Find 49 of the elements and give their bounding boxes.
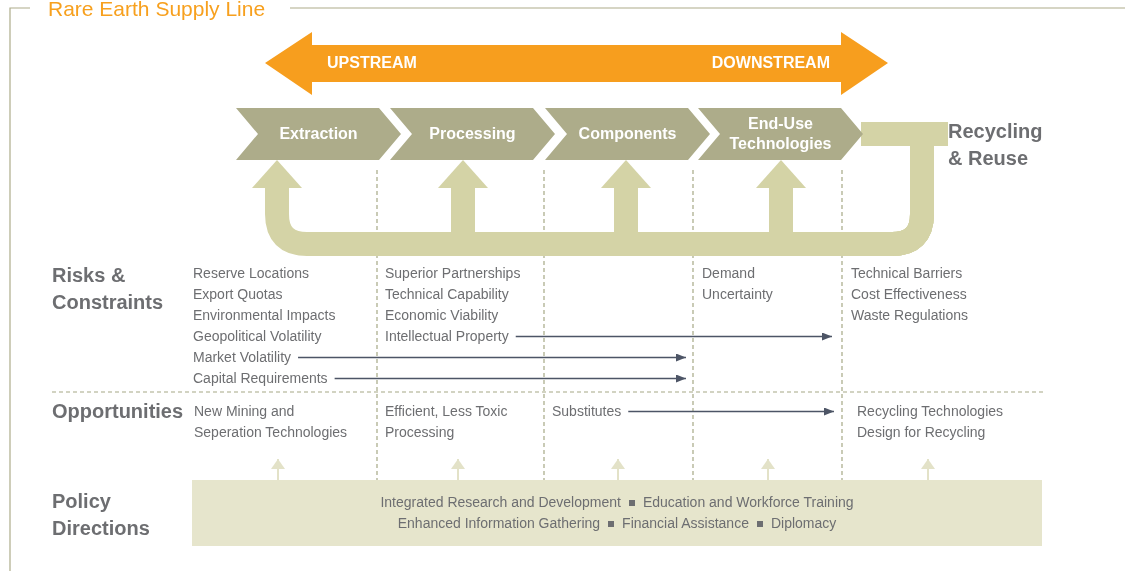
row-heading: Policy Directions [52,489,151,541]
small-arrow [271,458,285,481]
stage-label: Components [577,124,678,144]
stage-heading: Recycling & Reuse [948,118,1058,172]
small-arrow [611,458,625,481]
process-step [236,108,401,160]
list-item: Market Volatility [193,347,292,368]
process-step [545,108,710,160]
stage-label: Extraction [278,124,359,144]
process-step [390,108,555,160]
list-item: Efficient, Less Toxic Processing [385,401,535,443]
list-item: Demand Uncertainty [702,264,774,304]
list-item: Reserve Locations [193,264,309,283]
policy-item: Financial Assistance [622,514,749,533]
list-item: Design for Recycling [857,422,986,443]
list-item: Superior Partnerships [385,264,521,283]
process-step [698,108,863,160]
list-item: Intellectual Property [385,326,509,347]
list-item: Export Quotas [193,285,283,304]
list-item: Capital Requirements [193,368,328,389]
list-item: Technical Capability [385,285,509,304]
list-item: Economic Viability [385,306,499,325]
small-arrow [761,458,775,481]
policy-item: Integrated Research and Development [380,493,621,512]
arrow-label: UPSTREAM [327,53,417,73]
list-item: New Mining and Seperation Technologies [194,401,354,443]
list-item: Environmental Impacts [193,306,336,325]
arrow [515,332,833,341]
arrow-label: DOWNSTREAM [711,53,830,73]
policy-band [192,480,1042,546]
policy-item: Diplomacy [770,514,837,533]
row-heading: Opportunities [52,399,184,424]
list-item: Technical Barriers [851,264,963,283]
stage-label: Processing [428,124,517,144]
policy-item: Enhanced Information Gathering [397,514,601,533]
arrow [297,353,687,362]
arrow [334,374,687,383]
small-arrow [451,458,465,481]
list-item: Cost Effectiveness [851,285,967,304]
policy-item: Education and Workforce Training [642,493,854,512]
list-item: Substitutes [552,401,622,422]
row-heading: Risks & Constraints [52,263,165,315]
small-arrow [921,458,935,481]
direction-arrow [265,32,888,95]
list-item: Recycling Technologies [857,402,1004,421]
list-item: Geopolitical Volatility [193,327,322,346]
arrow [627,407,835,416]
stage-label: End-Use Technologies [728,114,833,154]
list-item: Waste Regulations [851,306,968,325]
